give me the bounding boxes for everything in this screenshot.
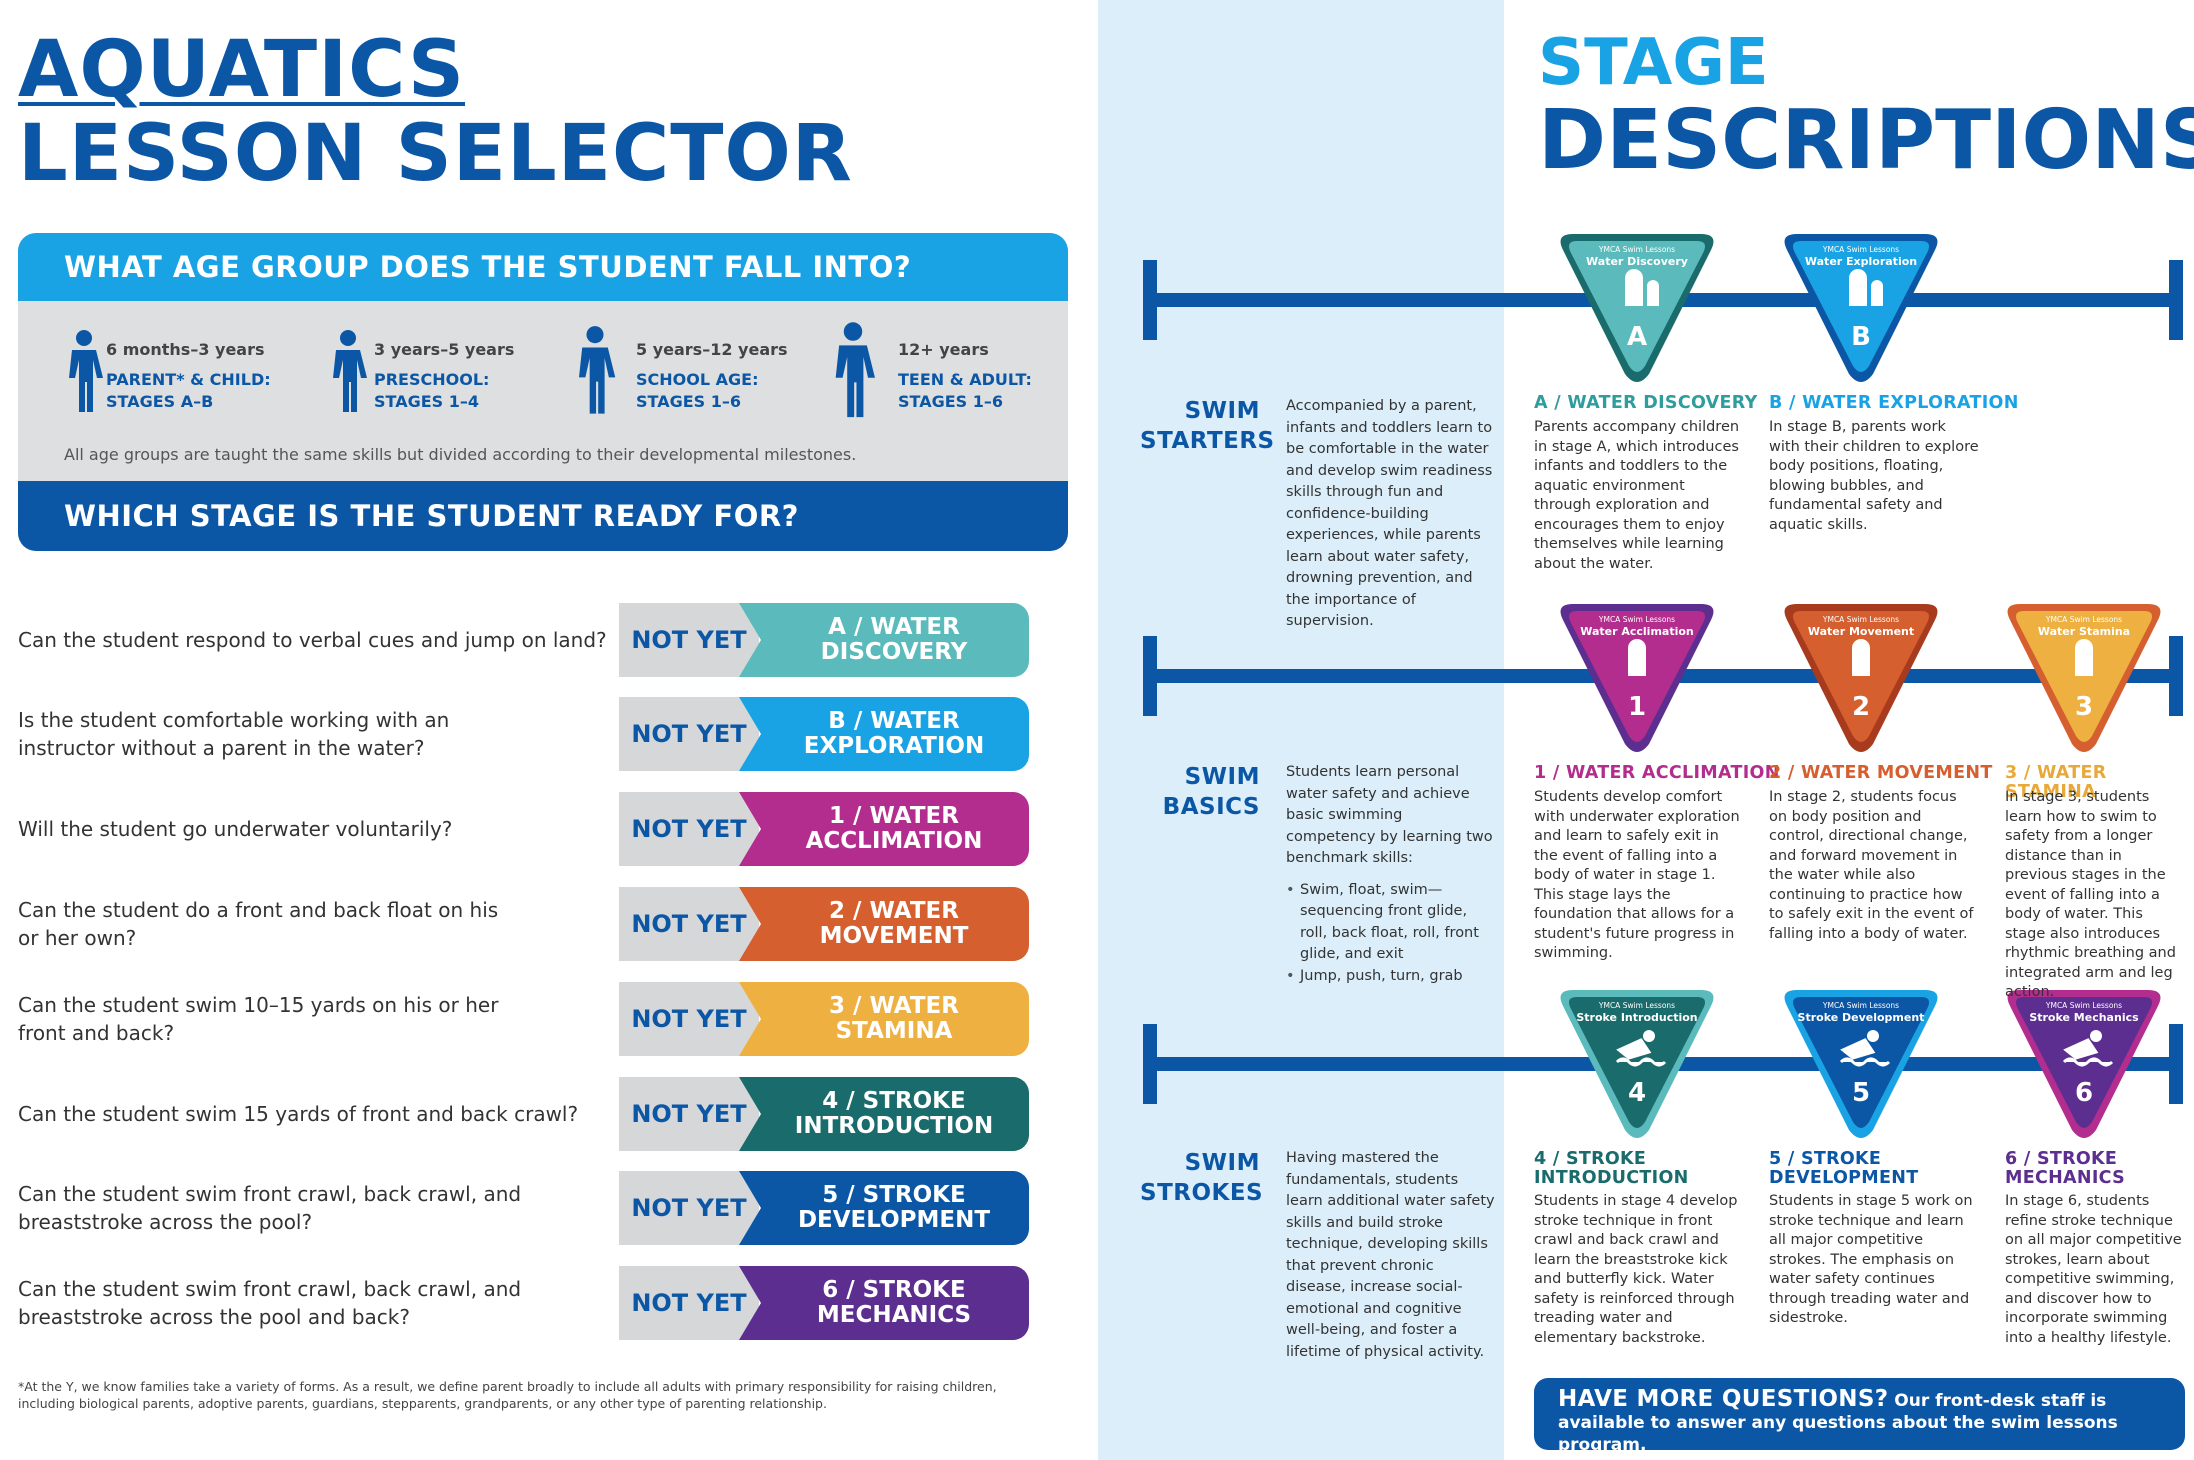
question-text: Can the student swim 15 yards of front a… (18, 1102, 579, 1126)
question-row: Can the student swim front crawl, back c… (18, 1171, 1029, 1245)
more-questions-text: Our front-desk staff is available to ans… (1558, 1391, 2118, 1455)
stage-title-3: 3 / WATER STAMINA (2005, 763, 2107, 802)
question-text: Can the student do a front and back floa… (18, 898, 499, 950)
question-row: Can the student do a front and back floa… (18, 887, 1029, 961)
question-text: Is the student comfortable working with … (18, 708, 450, 760)
stage-title-a: A / WATER DISCOVERY (1534, 393, 1758, 413)
not-yet-label[interactable]: NOT YET (619, 887, 759, 961)
stage-descriptions-title: STAGE DESCRIPTIONS (1538, 28, 2194, 184)
page-title: AQUATICS LESSON SELECTOR (18, 28, 853, 196)
badge-water-movement: YMCA Swim Lessons Water Movement 2 (1777, 598, 1945, 756)
badge-stroke-development: YMCA Swim Lessons Stroke Development 5 (1777, 984, 1945, 1142)
age-question-heading: WHAT AGE GROUP DOES THE STUDENT FALL INT… (18, 233, 1068, 301)
badge-water-stamina: YMCA Swim Lessons Water Stamina 3 (2000, 598, 2168, 756)
stage-desc-b: In stage B, parents work with their chil… (1769, 419, 1979, 533)
title-line-1: AQUATICS (18, 25, 466, 115)
footnote: *At the Y, we know families take a varie… (18, 1379, 997, 1411)
age-group-name: PARENT* & CHILD: STAGES A–B (106, 370, 271, 411)
question-row: Can the student respond to verbal cues a… (18, 603, 1029, 677)
section-desc-swim-basics: Students learn personal water safety and… (1286, 762, 1496, 987)
not-yet-label[interactable]: NOT YET (619, 1077, 759, 1151)
question-text: Can the student swim 10–15 yards on his … (18, 993, 499, 1045)
not-yet-label[interactable]: NOT YET (619, 603, 759, 677)
badge-stroke-introduction: YMCA Swim Lessons Stroke Introduction 4 (1553, 984, 1721, 1142)
title-line-2: DESCRIPTIONS (1538, 93, 2194, 188)
not-yet-label[interactable]: NOT YET (619, 792, 759, 866)
bullet-item: Jump, push, turn, grab (1286, 966, 1496, 988)
background-panel (1098, 0, 1504, 1460)
section-desc-swim-strokes: Having mastered the fundamentals, studen… (1286, 1150, 1495, 1360)
not-yet-label[interactable]: NOT YET (619, 1266, 759, 1340)
question-row: Can the student swim 15 yards of front a… (18, 1077, 1029, 1151)
title-line-1: STAGE (1538, 26, 1769, 100)
age-group-name: PRESCHOOL: STAGES 1–4 (374, 370, 490, 411)
age-range: 3 years–5 years (374, 340, 515, 359)
age-group-name: SCHOOL AGE: STAGES 1–6 (636, 370, 759, 411)
stage-desc-a: Parents accompany children in stage A, w… (1534, 419, 1740, 572)
badge-stroke-mechanics: YMCA Swim Lessons Stroke Mechanics 6 (2000, 984, 2168, 1142)
question-row: Can the student swim 10–15 yards on his … (18, 982, 1029, 1056)
person-icon (579, 326, 616, 414)
age-group-note: All age groups are taught the same skill… (64, 445, 857, 464)
stage-desc-5: Students in stage 5 work on stroke techn… (1769, 1193, 1973, 1326)
question-text: Can the student respond to verbal cues a… (18, 628, 607, 652)
age-range: 12+ years (898, 340, 989, 359)
age-group-card: WHAT AGE GROUP DOES THE STUDENT FALL INT… (18, 233, 1068, 551)
stage-title-2: 2 / WATER MOVEMENT (1769, 763, 1993, 783)
question-text: Will the student go underwater voluntari… (18, 817, 453, 841)
stage-desc-3: In stage 3, students learn how to swim t… (2005, 789, 2176, 1000)
age-group-name: TEEN & ADULT: STAGES 1–6 (898, 370, 1032, 411)
section-desc-swim-starters: Accompanied by a parent, infants and tod… (1286, 398, 1493, 629)
question-row: Is the student comfortable working with … (18, 697, 1029, 771)
more-questions-box: HAVE MORE QUESTIONS? Our front-desk staf… (1534, 1378, 2185, 1455)
stage-question-heading: WHICH STAGE IS THE STUDENT READY FOR? (18, 481, 1068, 551)
stage-title-1: 1 / WATER ACCLIMATION (1534, 763, 1780, 783)
stage-desc-4: Students in stage 4 develop stroke techn… (1534, 1193, 1738, 1346)
question-text: Can the student swim front crawl, back c… (18, 1277, 522, 1329)
question-text: Can the student swim front crawl, back c… (18, 1182, 522, 1234)
age-range: 6 months–3 years (106, 340, 265, 359)
badge-water-exploration: YMCA Swim Lessons Water Exploration B (1777, 228, 1945, 386)
badge-water-discovery: YMCA Swim Lessons Water Discovery A (1553, 228, 1721, 386)
person-icon (333, 330, 367, 412)
not-yet-label[interactable]: NOT YET (619, 697, 759, 771)
title-line-2: LESSON SELECTOR (18, 109, 853, 199)
person-icon (835, 322, 875, 418)
age-range: 5 years–12 years (636, 340, 788, 359)
stage-desc-6: In stage 6, students refine stroke techn… (2005, 1193, 2182, 1346)
not-yet-label[interactable]: NOT YET (619, 982, 759, 1056)
person-icon (69, 330, 103, 412)
bullet-item: Swim, float, swim—sequencing front glide… (1286, 880, 1496, 966)
not-yet-label[interactable]: NOT YET (619, 1171, 759, 1245)
question-row: Will the student go underwater voluntari… (18, 792, 1029, 866)
badge-water-acclimation: YMCA Swim Lessons Water Acclimation 1 (1553, 598, 1721, 756)
stage-desc-1: Students develop comfort with underwater… (1534, 789, 1740, 961)
stage-desc-2: In stage 2, students focus on body posit… (1769, 789, 1974, 942)
more-questions-heading: HAVE MORE QUESTIONS? (1558, 1386, 1889, 1412)
stage-title-b: B / WATER EXPLORATION (1769, 393, 2019, 413)
question-row: Can the student swim front crawl, back c… (18, 1266, 1029, 1340)
